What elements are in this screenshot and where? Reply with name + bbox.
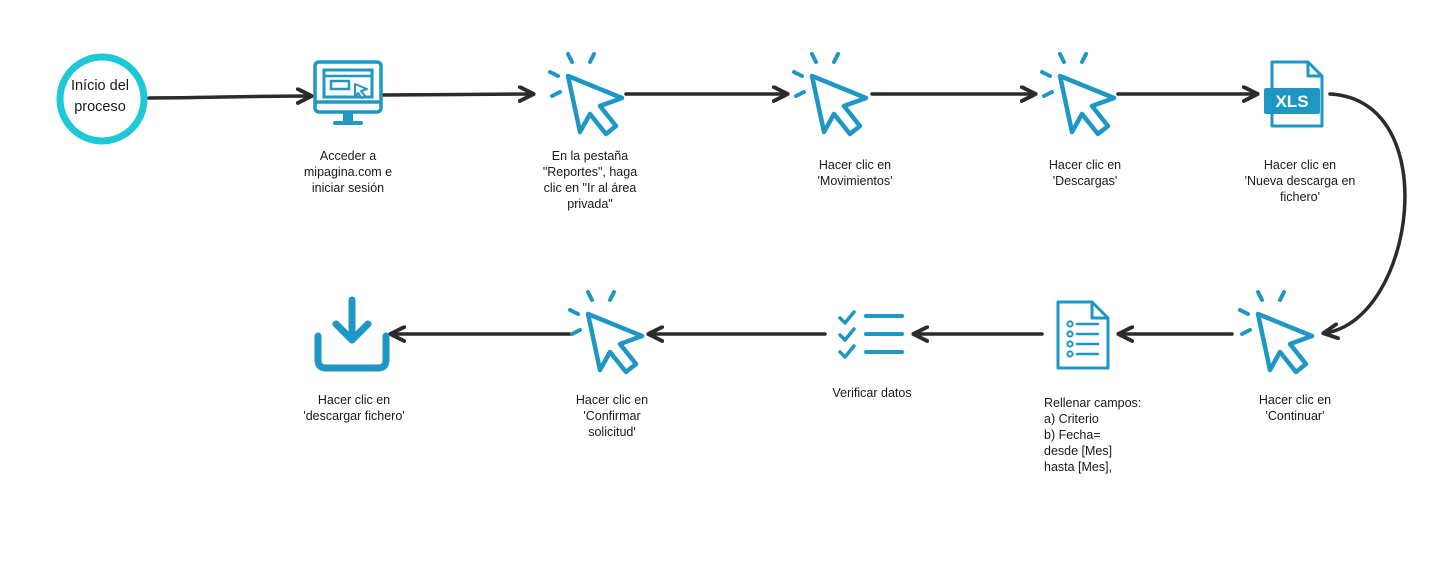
step-5-label: Hacer clic en 'Nueva descarga en fichero… [1244, 158, 1356, 204]
step-6-label: Hacer clic en 'Continuar' [1258, 393, 1332, 423]
download-icon [314, 296, 390, 372]
cursor-click-icon [1240, 292, 1312, 372]
xls-label: XLS [1275, 92, 1308, 111]
step-2-label: En la pestaña "Reportes", haga clic en "… [542, 149, 638, 211]
step-3-label: Hacer clic en 'Movimientos' [817, 158, 893, 188]
cursor-click-icon [550, 54, 622, 134]
step-8-label: Verificar datos [832, 386, 912, 400]
cursor-click-icon [1042, 54, 1114, 134]
start-node-ring [56, 53, 148, 145]
connector-start-step-1 [147, 96, 310, 98]
step-10-label: Hacer clic en 'descargar fichero' [303, 393, 405, 423]
step-7-label: Rellenar campos: a) Criterio b) Fecha= d… [1044, 396, 1142, 474]
step-9-label: Hacer clic en 'Confirmar solicitud' [575, 393, 649, 439]
xls-file-icon: XLS [1264, 60, 1324, 128]
connectors [147, 92, 1407, 334]
connector-step-1-step-2 [380, 94, 532, 95]
start-node-label: Início del proceso [70, 78, 130, 115]
form-document-icon [1056, 300, 1110, 370]
checklist-icon [838, 310, 904, 359]
connector-step-5-step-6 [1325, 92, 1407, 333]
cursor-click-icon [794, 54, 866, 134]
cursor-click-icon [570, 292, 642, 372]
monitor-browser-icon [313, 60, 383, 125]
step-4-label: Hacer clic en 'Descargas' [1048, 158, 1122, 188]
step-1-label: Acceder a mipagina.com e iniciar sesión [303, 149, 393, 195]
